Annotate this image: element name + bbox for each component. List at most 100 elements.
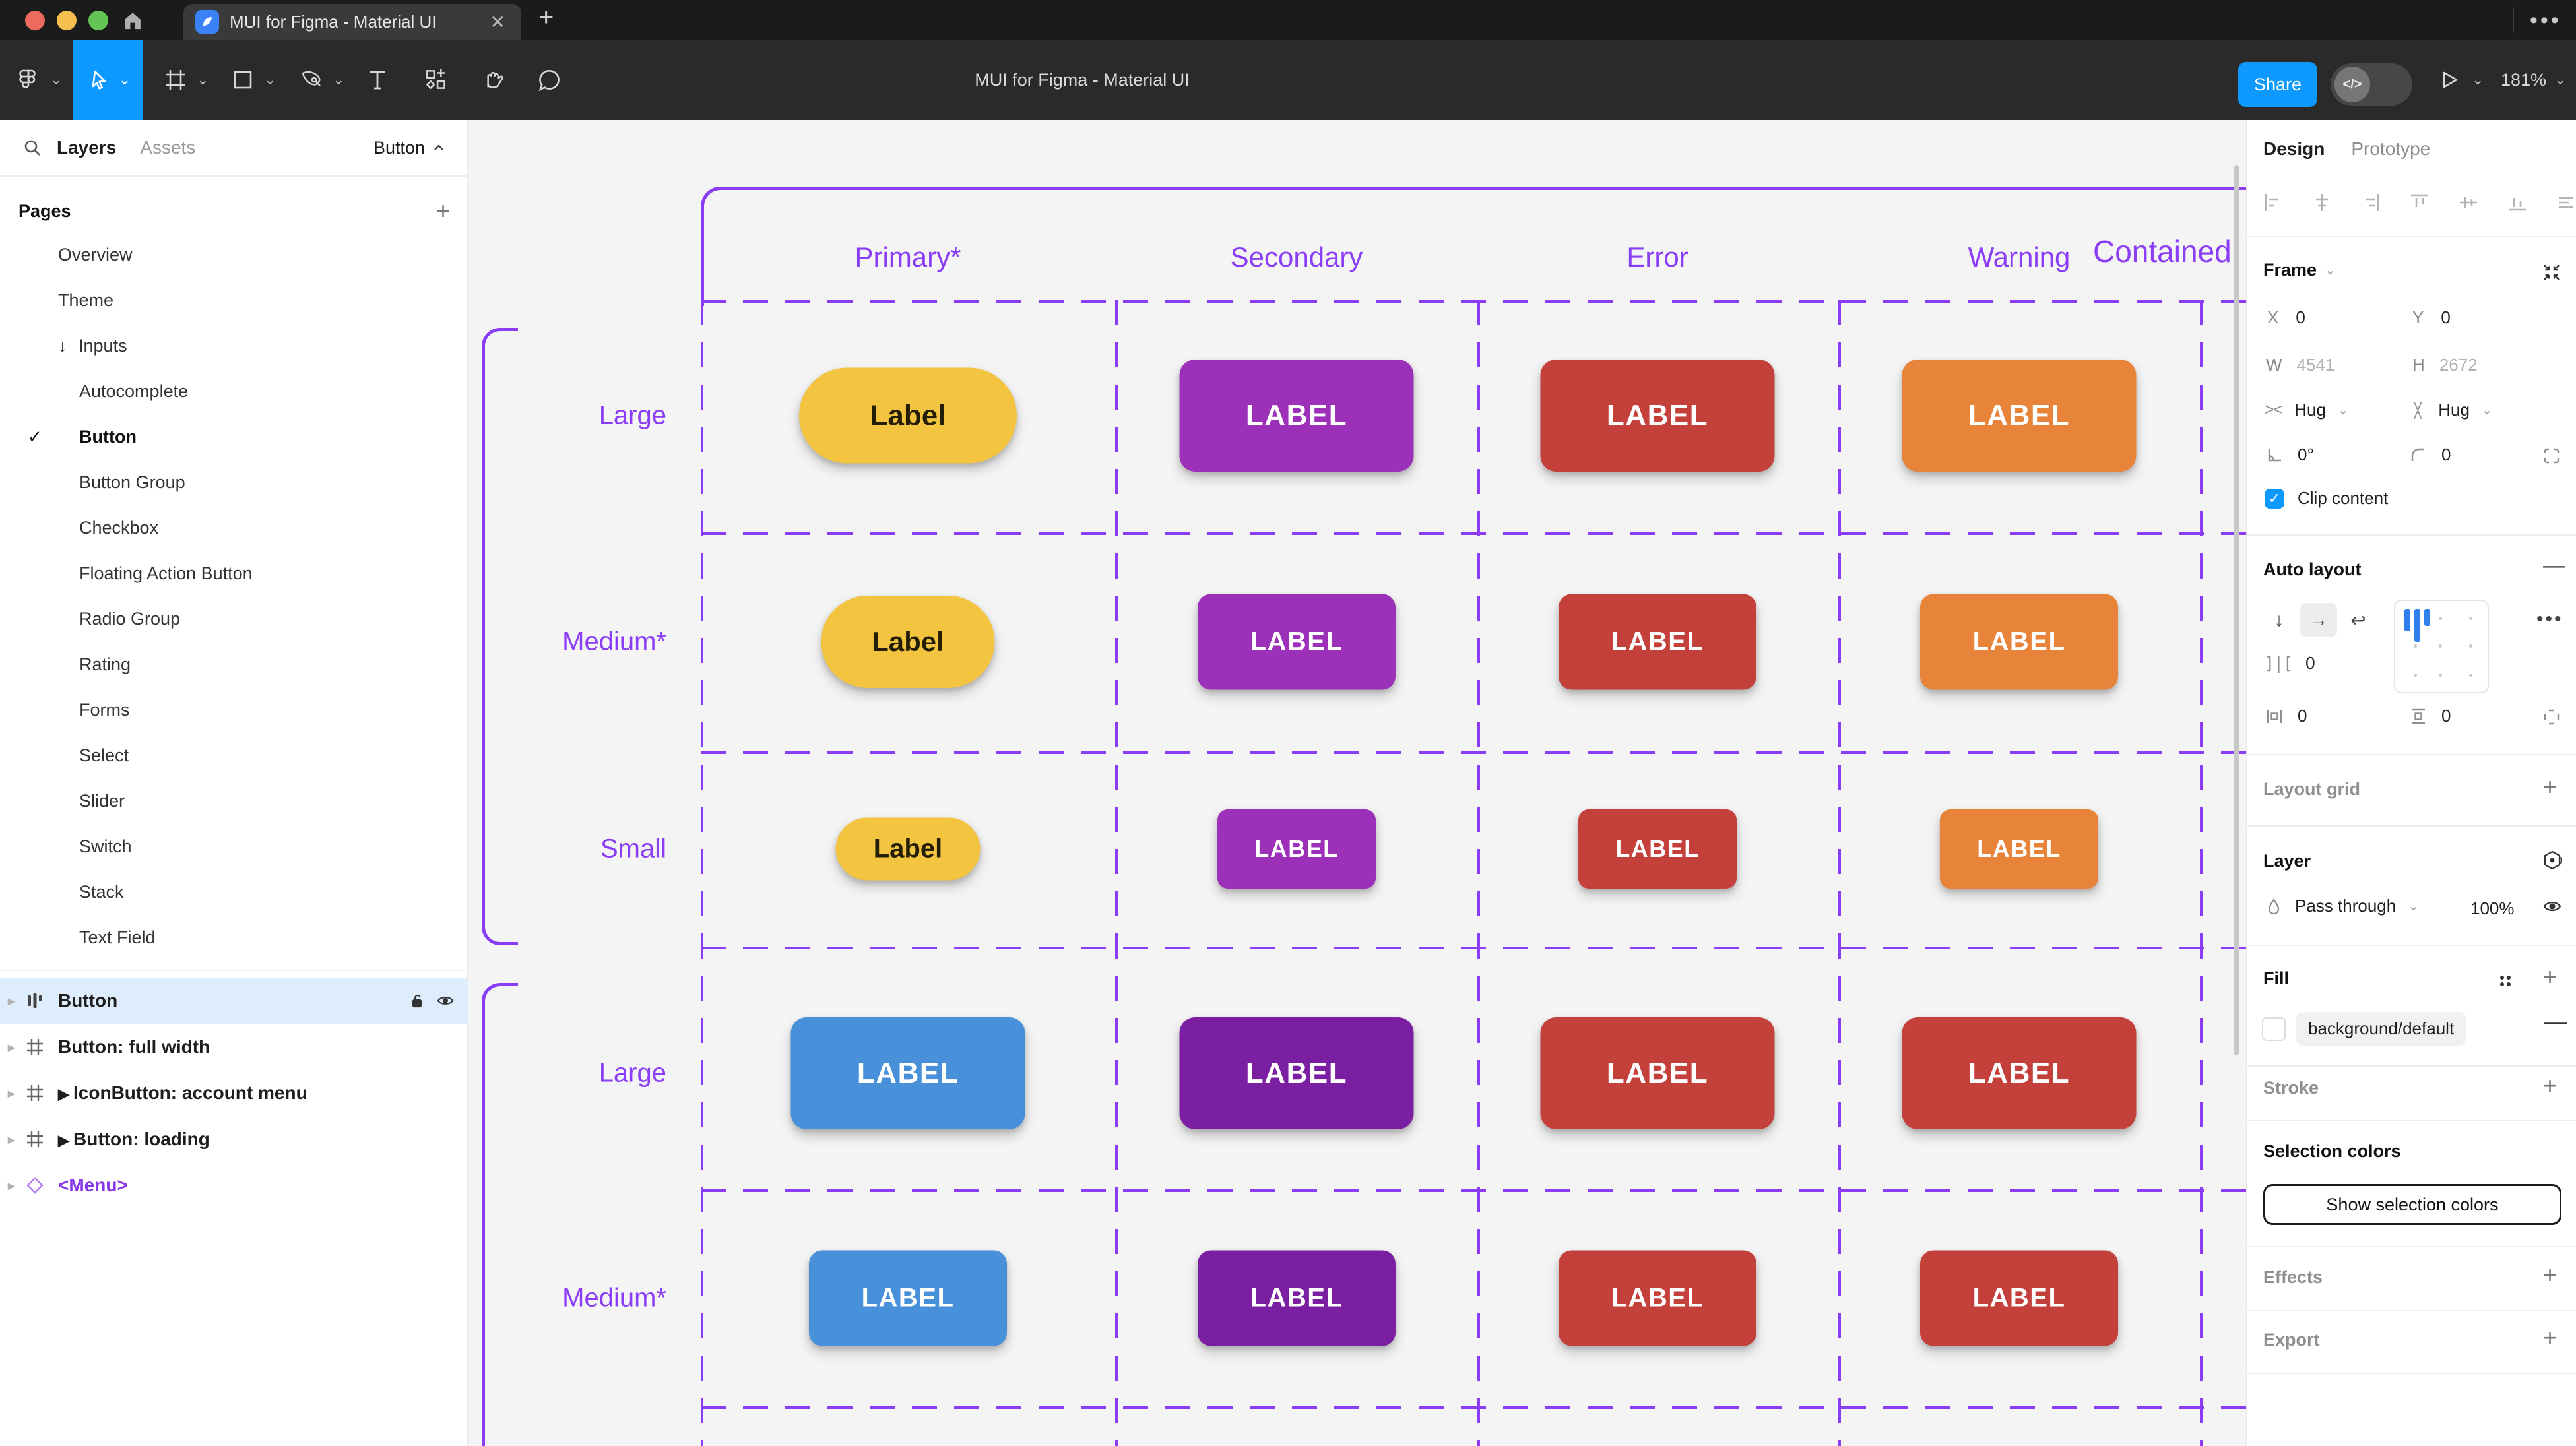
window-zoom-button[interactable] bbox=[88, 11, 108, 30]
page-item-stack[interactable]: Stack bbox=[0, 869, 468, 915]
page-selector[interactable]: Button bbox=[373, 137, 425, 158]
fill-style-token[interactable]: background/default bbox=[2296, 1012, 2466, 1046]
fill-row[interactable]: background/default bbox=[2262, 1012, 2466, 1046]
page-item-button[interactable]: ✓Button bbox=[0, 414, 468, 460]
auto-layout-wrap-button[interactable]: ↩ bbox=[2350, 610, 2366, 631]
page-item-select[interactable]: Select bbox=[0, 733, 468, 778]
clip-content-checkbox[interactable]: ✓ bbox=[2265, 488, 2284, 509]
align-bottom-icon[interactable] bbox=[2506, 191, 2528, 214]
corner-radius-field[interactable]: 0 bbox=[2408, 445, 2451, 465]
chevron-right-icon[interactable]: ▸ bbox=[8, 1132, 15, 1147]
window-minimize-button[interactable] bbox=[57, 11, 77, 30]
canvas-button[interactable]: LABEL bbox=[1578, 809, 1737, 889]
frame-tool-button[interactable]: ⌄ bbox=[162, 40, 209, 120]
layer-row-button-loading[interactable]: ▸▶ Button: loading bbox=[0, 1116, 468, 1162]
page-item-rating[interactable]: Rating bbox=[0, 642, 468, 687]
individual-padding-icon[interactable] bbox=[2542, 707, 2561, 727]
eye-icon[interactable] bbox=[435, 991, 455, 1011]
auto-layout-vertical-button[interactable]: ↓ bbox=[2274, 610, 2284, 630]
canvas-button[interactable]: Label bbox=[835, 817, 981, 881]
chevron-right-icon[interactable]: ▸ bbox=[8, 993, 15, 1009]
hand-tool-button[interactable] bbox=[479, 40, 507, 120]
independent-corners-icon[interactable] bbox=[2542, 446, 2561, 466]
vertical-padding-field[interactable]: 0 bbox=[2408, 706, 2451, 726]
page-item-checkbox[interactable]: Checkbox bbox=[0, 505, 468, 551]
canvas-button[interactable]: LABEL bbox=[1902, 360, 2137, 472]
align-top-icon[interactable] bbox=[2408, 191, 2431, 214]
lock-open-icon[interactable] bbox=[409, 992, 426, 1009]
page-item-theme[interactable]: Theme bbox=[0, 278, 468, 323]
window-close-button[interactable] bbox=[25, 11, 45, 30]
layer-row-button-full-width[interactable]: ▸Button: full width bbox=[0, 1024, 468, 1070]
clip-content-row[interactable]: ✓ Clip content bbox=[2265, 488, 2388, 509]
add-fill-button[interactable]: + bbox=[2543, 963, 2558, 990]
page-item-inputs[interactable]: ↓ Inputs bbox=[0, 323, 468, 369]
add-export-button[interactable]: + bbox=[2543, 1324, 2558, 1351]
tab-close-icon[interactable]: ✕ bbox=[490, 11, 505, 32]
shape-tool-button[interactable]: ⌄ bbox=[230, 40, 276, 120]
align-h-center-icon[interactable] bbox=[2311, 191, 2333, 214]
horizontal-resizing[interactable]: >< Hug ⌄ bbox=[2265, 400, 2349, 420]
search-icon[interactable] bbox=[22, 138, 42, 158]
height-field[interactable]: H 2672 bbox=[2412, 355, 2478, 375]
page-item-button-group[interactable]: Button Group bbox=[0, 460, 468, 505]
opacity-value[interactable]: 100% bbox=[2470, 898, 2515, 918]
canvas-button[interactable]: LABEL bbox=[1179, 1017, 1414, 1129]
page-item-radio-group[interactable]: Radio Group bbox=[0, 596, 468, 642]
layer-row-button[interactable]: ▸Button bbox=[0, 978, 468, 1024]
auto-layout-more-icon[interactable]: ••• bbox=[2536, 608, 2563, 630]
page-item-floating-action-button[interactable]: Floating Action Button bbox=[0, 551, 468, 596]
styles-icon[interactable] bbox=[2496, 971, 2515, 991]
add-page-button[interactable]: + bbox=[435, 197, 450, 224]
move-tool-button[interactable]: ⌄ bbox=[73, 40, 143, 120]
pen-tool-button[interactable]: ⌄ bbox=[298, 40, 344, 120]
main-menu-button[interactable]: ⌄ bbox=[15, 40, 62, 120]
canvas-button[interactable]: LABEL bbox=[1198, 594, 1396, 690]
add-effect-button[interactable]: + bbox=[2543, 1261, 2558, 1288]
horizontal-padding-field[interactable]: 0 bbox=[2265, 706, 2307, 726]
share-button[interactable]: Share bbox=[2238, 62, 2317, 107]
tab-design[interactable]: Design bbox=[2263, 139, 2325, 159]
eye-icon[interactable] bbox=[2542, 896, 2563, 917]
chrome-more-icon[interactable]: ••• bbox=[2530, 8, 2561, 33]
document-title[interactable]: MUI for Figma - Material UI bbox=[975, 69, 1190, 90]
tab-prototype[interactable]: Prototype bbox=[2351, 139, 2431, 159]
new-tab-button[interactable]: + bbox=[538, 3, 554, 32]
canvas-button[interactable]: LABEL bbox=[1540, 1017, 1775, 1129]
add-layout-grid-button[interactable]: + bbox=[2543, 773, 2558, 800]
chevron-right-icon[interactable]: ▸ bbox=[8, 1040, 15, 1055]
page-item-autocomplete[interactable]: Autocomplete bbox=[0, 369, 468, 414]
canvas-button[interactable]: Label bbox=[799, 367, 1017, 464]
canvas-button[interactable]: LABEL bbox=[1559, 1250, 1756, 1346]
page-item-overview[interactable]: Overview bbox=[0, 232, 468, 278]
frame-section-title[interactable]: Frame bbox=[2263, 260, 2317, 280]
remove-fill-button[interactable]: — bbox=[2544, 1009, 2567, 1034]
chevron-right-icon[interactable]: ▸ bbox=[8, 1178, 15, 1193]
component-expand-icon[interactable]: ▶ bbox=[58, 1086, 74, 1102]
component-expand-icon[interactable]: ▶ bbox=[58, 1132, 74, 1148]
canvas-button[interactable]: LABEL bbox=[1198, 1250, 1396, 1346]
canvas-button[interactable]: LABEL bbox=[1920, 1250, 2118, 1346]
collapse-icon[interactable] bbox=[2540, 261, 2563, 284]
page-item-forms[interactable]: Forms bbox=[0, 687, 468, 733]
page-item-slider[interactable]: Slider bbox=[0, 778, 468, 824]
file-tab[interactable]: MUI for Figma - Material UI ✕ bbox=[183, 4, 521, 40]
home-icon[interactable] bbox=[120, 8, 145, 33]
rotation-field[interactable]: 0° bbox=[2265, 445, 2314, 465]
page-item-text-field[interactable]: Text Field bbox=[0, 915, 468, 960]
canvas-scrollbar[interactable] bbox=[2234, 165, 2239, 1055]
comment-tool-button[interactable] bbox=[536, 40, 564, 120]
tab-assets[interactable]: Assets bbox=[140, 137, 196, 158]
frame-title[interactable]: Contained bbox=[2093, 234, 2232, 268]
canvas-button[interactable]: LABEL bbox=[1902, 1017, 2137, 1129]
gap-field[interactable]: ]|[ 0 bbox=[2265, 653, 2315, 674]
show-selection-colors-button[interactable]: Show selection colors bbox=[2263, 1184, 2561, 1225]
canvas-button[interactable]: LABEL bbox=[1540, 360, 1775, 472]
canvas-button[interactable]: LABEL bbox=[790, 1017, 1025, 1129]
canvas-button[interactable]: LABEL bbox=[809, 1250, 1007, 1346]
align-right-icon[interactable] bbox=[2360, 191, 2382, 214]
canvas-button[interactable]: Label bbox=[821, 596, 995, 688]
distribute-menu[interactable]: ⌄ bbox=[2555, 191, 2576, 214]
layer-row--menu-[interactable]: ▸<Menu> bbox=[0, 1162, 468, 1209]
